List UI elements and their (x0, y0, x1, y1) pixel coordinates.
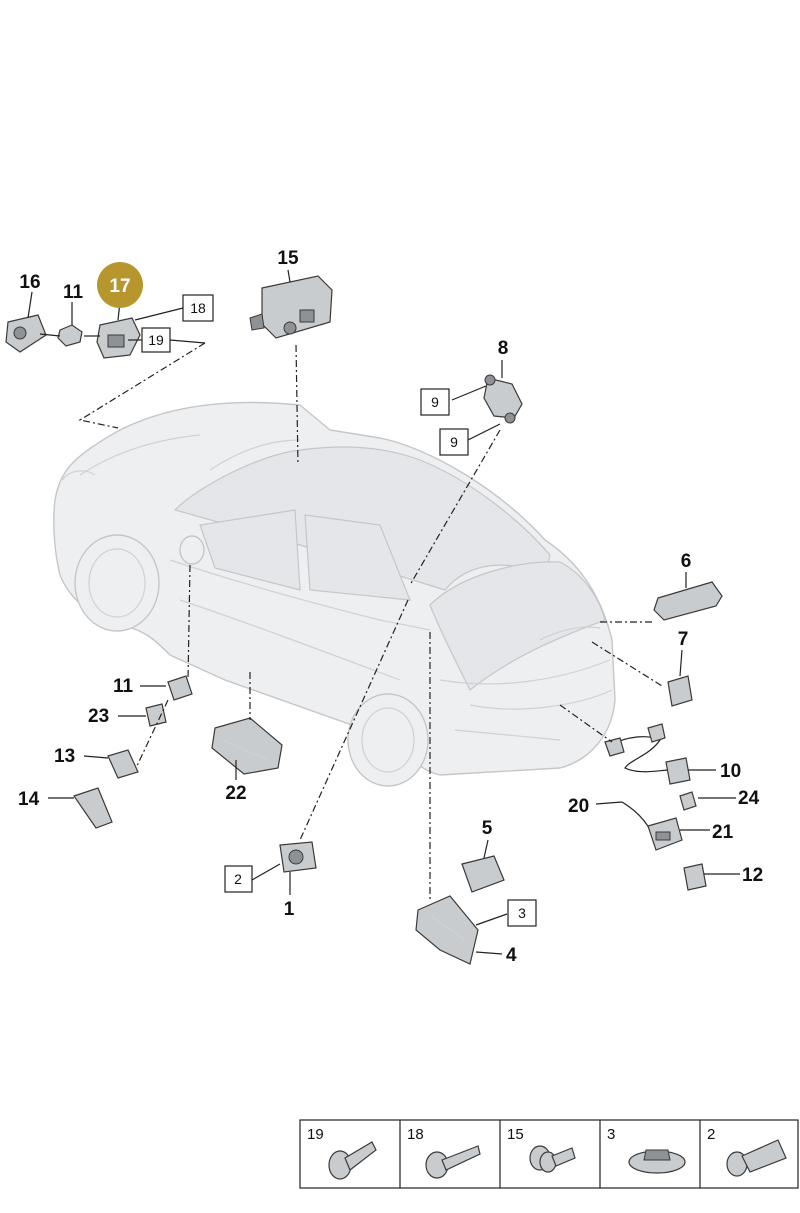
box-9-upper (420, 388, 450, 416)
callout-9-lower: 9 (450, 434, 458, 450)
fastener-table: 19 18 15 3 2 (299, 1119, 799, 1189)
part-24-clip (679, 791, 697, 811)
callout-labels: 16 11 17 18 19 15 8 9 9 6 7 10 24 20 21 … (18, 248, 763, 966)
part-8-sensor (483, 374, 523, 424)
part-17-sensor (96, 317, 141, 359)
part-13-holder (107, 749, 139, 779)
part-7-sensor (667, 675, 693, 707)
box-18 (182, 294, 214, 322)
part-4-bracket (415, 895, 479, 965)
callout-16: 16 (19, 272, 40, 293)
fastener-cell-15: 15 (507, 1126, 524, 1143)
part-16-bracket (5, 314, 47, 353)
box-19 (141, 327, 171, 353)
stud-15-icon (529, 1145, 576, 1173)
callout-22: 22 (225, 783, 246, 804)
callout-14: 14 (18, 789, 40, 810)
callout-12: 12 (742, 865, 763, 886)
callout-4: 4 (506, 945, 517, 966)
callout-21: 21 (712, 822, 734, 843)
callout-6: 6 (681, 551, 692, 572)
callout-10: 10 (720, 761, 741, 782)
screw-19-icon (328, 1141, 377, 1180)
clip-2-icon (726, 1139, 787, 1177)
callout-13: 13 (54, 746, 75, 767)
box-9-lower (439, 428, 469, 456)
callout-7: 7 (678, 629, 689, 650)
callout-2: 2 (234, 871, 242, 887)
callout-24: 24 (738, 788, 760, 809)
callout-23: 23 (88, 706, 109, 727)
fastener-cell-18: 18 (407, 1126, 424, 1143)
callout-17-highlighted[interactable]: 17 (109, 276, 130, 297)
callout-18: 18 (190, 300, 206, 316)
part-23-sensor (145, 703, 167, 727)
callout-20: 20 (568, 796, 589, 817)
fastener-cell-19: 19 (307, 1126, 324, 1143)
callout-5: 5 (482, 818, 493, 839)
box-3 (507, 899, 537, 927)
vehicle-illustration (53, 401, 616, 787)
part-11-nut (57, 324, 83, 347)
callout-8: 8 (498, 338, 509, 359)
part-6-module (653, 581, 723, 621)
callout-19: 19 (148, 332, 164, 348)
fastener-cell-2: 2 (707, 1126, 715, 1143)
callout-15: 15 (277, 248, 299, 269)
part-5-module (461, 855, 505, 893)
highlight-circle[interactable] (97, 262, 143, 308)
part-15-control-unit (249, 275, 333, 339)
callout-9-upper: 9 (431, 394, 439, 410)
part-1-switch (279, 841, 317, 873)
part-10-wiring-harness (604, 723, 691, 785)
part-12-connector (683, 863, 707, 891)
part-21-sensor-bracket (621, 801, 683, 851)
box-2 (224, 865, 253, 893)
part-14-bracket (73, 787, 113, 829)
fastener-cell-3: 3 (607, 1126, 615, 1143)
callout-3: 3 (518, 905, 526, 921)
nut-3-icon (628, 1149, 686, 1174)
callout-11-lower: 11 (113, 676, 134, 697)
screw-18-icon (425, 1145, 481, 1179)
callout-1: 1 (284, 899, 295, 920)
part-11-nut-lower (167, 675, 193, 701)
callout-11-top: 11 (63, 282, 84, 303)
leader-lines (27, 269, 740, 955)
part-22-control-unit (211, 717, 283, 775)
